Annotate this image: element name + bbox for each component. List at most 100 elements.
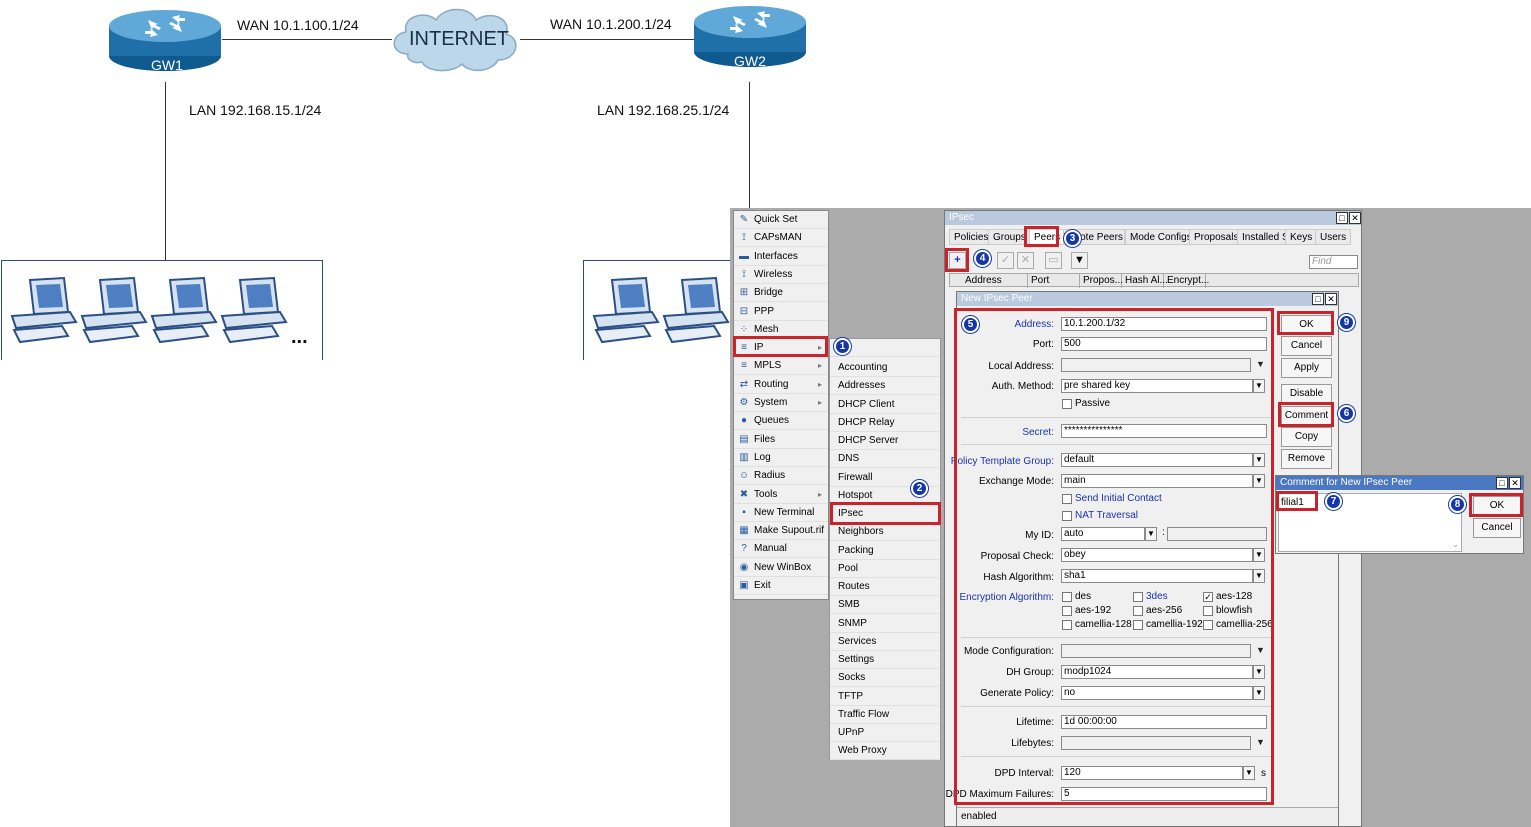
enc-blowfish-checkbox[interactable] <box>1203 606 1213 616</box>
ip-submenu-item-pool[interactable]: Pool <box>830 560 940 578</box>
ip-submenu-item-addresses[interactable]: Addresses <box>830 377 940 396</box>
col-encryption[interactable]: Encrypt... <box>1164 274 1209 288</box>
tab-users[interactable]: Users <box>1315 229 1352 245</box>
lifebytes-field[interactable] <box>1061 736 1251 750</box>
ip-submenu-item-dns[interactable]: DNS <box>830 450 940 469</box>
ip-submenu-item-traffic-flow[interactable]: Traffic Flow <box>830 706 940 724</box>
disable-icon[interactable]: ✕ <box>1017 252 1034 269</box>
maximize-icon[interactable]: □ <box>1312 293 1324 305</box>
my-id-select[interactable]: auto <box>1061 527 1145 541</box>
dropdown-arrow-icon[interactable]: ▼ <box>1253 548 1265 562</box>
close-icon[interactable]: ✕ <box>1349 212 1361 224</box>
hash-algorithm-select[interactable]: sha1 <box>1061 569 1253 583</box>
enc-aes-192-checkbox[interactable] <box>1062 606 1072 616</box>
menu-item-mpls[interactable]: ≡MPLS▸ <box>734 357 828 376</box>
menu-item-wireless[interactable]: ⟟Wireless <box>734 266 828 284</box>
col-port[interactable]: Port <box>1028 274 1080 288</box>
enc-aes-256-checkbox[interactable] <box>1133 606 1143 616</box>
dropdown-arrow-icon[interactable]: ▼ <box>1253 474 1265 488</box>
ip-submenu-item-accounting[interactable]: Accounting <box>830 359 940 377</box>
ip-submenu-item-smb[interactable]: SMB <box>830 596 940 615</box>
dropdown-arrow-icon[interactable]: ▼ <box>1256 737 1265 747</box>
enc-3des-checkbox[interactable] <box>1133 592 1143 602</box>
ip-submenu-item-tftp[interactable]: TFTP <box>830 688 940 706</box>
port-field[interactable]: 500 <box>1061 337 1267 351</box>
generate-policy-select[interactable]: no <box>1061 686 1253 700</box>
ip-submenu-item-settings[interactable]: Settings <box>830 651 940 669</box>
dpd-interval-field[interactable]: 120 <box>1061 766 1243 780</box>
dropdown-arrow-icon[interactable]: ▼ <box>1253 686 1265 700</box>
menu-item-routing[interactable]: ⇄Routing▸ <box>734 376 828 394</box>
cancel-button[interactable]: Cancel <box>1281 336 1332 356</box>
tab-keys[interactable]: Keys <box>1285 229 1318 245</box>
ip-submenu-item-socks[interactable]: Socks <box>830 669 940 688</box>
dpd-max-failures-field[interactable]: 5 <box>1061 787 1267 801</box>
enc-aes-128-checkbox[interactable]: ✓ <box>1203 592 1213 602</box>
address-field[interactable]: 10.1.200.1/32 <box>1061 317 1267 331</box>
disable-button[interactable]: Disable <box>1281 384 1332 404</box>
ip-submenu-item-dhcp-client[interactable]: DHCP Client <box>830 396 940 414</box>
menu-item-interfaces[interactable]: ▬Interfaces <box>734 248 828 266</box>
mode-configuration-select[interactable] <box>1061 644 1251 658</box>
ip-submenu-item-packing[interactable]: Packing <box>830 542 940 560</box>
comment-textarea[interactable]: filial1 ⌄ <box>1278 493 1462 552</box>
policy-template-group-select[interactable]: default <box>1061 453 1253 467</box>
passive-checkbox[interactable] <box>1062 399 1072 409</box>
find-input[interactable]: Find <box>1309 255 1358 269</box>
dropdown-arrow-icon[interactable]: ▼ <box>1256 359 1265 369</box>
ip-submenu-item-firewall[interactable]: Firewall <box>830 469 940 487</box>
auth-method-select[interactable]: pre shared key <box>1061 379 1253 393</box>
menu-item-manual[interactable]: ?Manual <box>734 540 828 559</box>
menu-item-ppp[interactable]: ⊟PPP <box>734 303 828 321</box>
menu-item-exit[interactable]: ▣Exit <box>734 577 828 595</box>
menu-item-radius[interactable]: ☺Radius <box>734 467 828 486</box>
col-proposal[interactable]: Propos... <box>1080 274 1123 288</box>
local-address-field[interactable] <box>1061 358 1251 372</box>
menu-item-new-winbox[interactable]: ◉New WinBox <box>734 559 828 577</box>
menu-item-bridge[interactable]: ⊞Bridge <box>734 284 828 303</box>
enable-icon[interactable]: ✓ <box>997 252 1014 269</box>
menu-item-quick-set[interactable]: ✎Quick Set <box>734 211 828 229</box>
menu-item-new-terminal[interactable]: ▪New Terminal <box>734 504 828 522</box>
dropdown-arrow-icon[interactable]: ▼ <box>1256 645 1265 655</box>
menu-item-tools[interactable]: ✖Tools▸ <box>734 486 828 504</box>
lifetime-field[interactable]: 1d 00:00:00 <box>1061 715 1267 729</box>
send-initial-contact-checkbox[interactable] <box>1062 494 1072 504</box>
comment-cancel-button[interactable]: Cancel <box>1473 518 1521 538</box>
dropdown-arrow-icon[interactable]: ▼ <box>1253 665 1265 679</box>
menu-item-log[interactable]: ▥Log <box>734 449 828 467</box>
maximize-icon[interactable]: □ <box>1496 477 1508 489</box>
filter-icon[interactable]: ▼ <box>1071 252 1088 269</box>
tab-proposals[interactable]: Proposals <box>1189 229 1244 245</box>
ip-submenu-item-web-proxy[interactable]: Web Proxy <box>830 742 940 761</box>
ip-submenu-item-neighbors[interactable]: Neighbors <box>830 523 940 542</box>
menu-item-make-supout-rif[interactable]: ▦Make Supout.rif <box>734 522 828 541</box>
menu-item-files[interactable]: ▤Files <box>734 431 828 449</box>
nat-traversal-checkbox[interactable] <box>1062 511 1072 521</box>
ip-submenu-item-services[interactable]: Services <box>830 633 940 651</box>
col-hash[interactable]: Hash Al... <box>1122 274 1168 288</box>
menu-item-capsman[interactable]: ⟟CAPsMAN <box>734 229 828 248</box>
dh-group-select[interactable]: modp1024 <box>1061 665 1253 679</box>
ip-submenu-item-dhcp-relay[interactable]: DHCP Relay <box>830 414 940 432</box>
copy-button[interactable]: Copy <box>1281 427 1332 447</box>
proposal-check-select[interactable]: obey <box>1061 548 1253 562</box>
col-address[interactable]: Address <box>962 274 1028 288</box>
ip-submenu-item-dhcp-server[interactable]: DHCP Server <box>830 432 940 450</box>
close-icon[interactable]: ✕ <box>1509 477 1521 489</box>
enc-camellia-192-checkbox[interactable] <box>1133 620 1143 630</box>
dropdown-arrow-icon[interactable]: ▼ <box>1145 527 1157 541</box>
tab-groups[interactable]: Groups <box>988 229 1031 245</box>
ip-submenu-item-upnp[interactable]: UPnP <box>830 724 940 742</box>
enc-des-checkbox[interactable] <box>1062 592 1072 602</box>
dropdown-arrow-icon[interactable]: ▼ <box>1253 453 1265 467</box>
menu-item-system[interactable]: ⚙System▸ <box>734 394 828 412</box>
secret-field[interactable]: *************** <box>1061 424 1267 438</box>
apply-button[interactable]: Apply <box>1281 358 1332 378</box>
remove-button[interactable]: Remove <box>1281 449 1332 469</box>
ip-submenu-item-snmp[interactable]: SNMP <box>830 615 940 633</box>
dropdown-arrow-icon[interactable]: ▼ <box>1253 379 1265 393</box>
maximize-icon[interactable]: □ <box>1336 212 1348 224</box>
ip-submenu-item-routes[interactable]: Routes <box>830 578 940 596</box>
add-icon[interactable]: + <box>949 252 966 269</box>
